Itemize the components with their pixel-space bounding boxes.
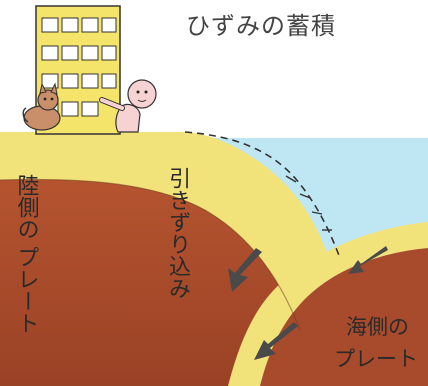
oceanic-mantle bbox=[260, 248, 428, 386]
diagram-title: ひずみの蓄積 bbox=[186, 12, 336, 40]
arrow-down-left-icon bbox=[254, 322, 298, 360]
arrow-down-left-icon bbox=[228, 248, 262, 292]
oceanic-plate-label-line2: プレート bbox=[334, 347, 418, 371]
original-surface-dashed bbox=[184, 131, 341, 259]
arrow-down-left-icon bbox=[348, 246, 388, 274]
oceanic-plate-label-line1: 海側の bbox=[346, 315, 409, 339]
person-icon bbox=[99, 79, 157, 133]
oceanic-plate-crust bbox=[228, 222, 428, 386]
strain-ticks bbox=[285, 175, 332, 231]
continental-plate-edge bbox=[0, 178, 301, 331]
continental-plate-line1: 陸側の bbox=[14, 174, 40, 240]
continental-plate-line2: プレート bbox=[14, 246, 39, 334]
continental-plate-label: 陸側の プレート bbox=[14, 174, 40, 334]
building-icon bbox=[35, 5, 121, 135]
cat-icon bbox=[22, 82, 61, 131]
continental-mantle bbox=[0, 179, 300, 386]
